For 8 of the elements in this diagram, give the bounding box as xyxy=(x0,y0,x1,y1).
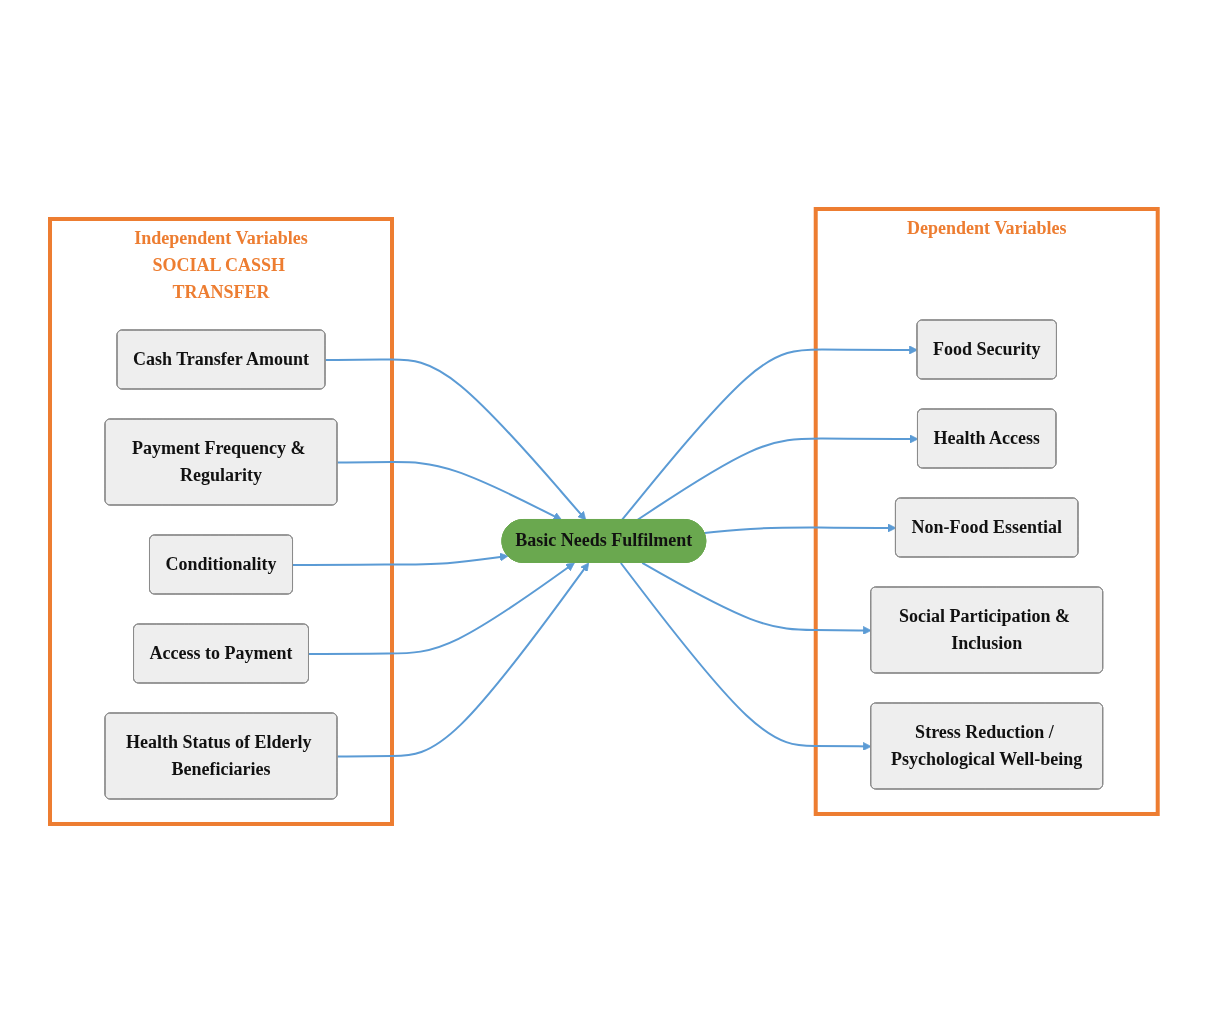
arrow xyxy=(641,561,872,635)
arrow xyxy=(292,552,509,566)
arrow xyxy=(336,460,563,520)
arrow xyxy=(703,523,897,534)
arrow xyxy=(336,562,590,757)
arrow xyxy=(324,358,587,520)
arrow xyxy=(308,562,575,655)
arrow xyxy=(619,561,872,751)
